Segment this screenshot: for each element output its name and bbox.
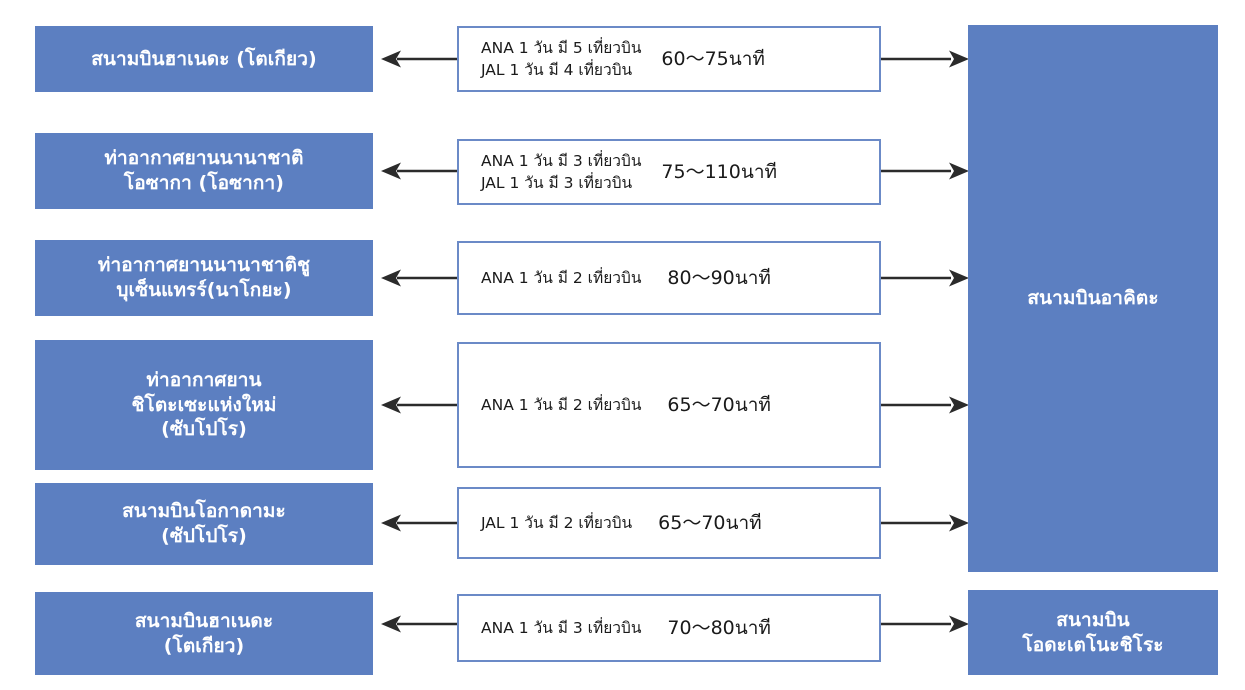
- arrow-right-5: [881, 514, 969, 532]
- flights-text-3: ANA 1 วัน มี 2 เที่ยวบิน: [481, 269, 642, 287]
- flights-text-5: JAL 1 วัน มี 2 เที่ยวบิน: [481, 514, 633, 532]
- detail-box-1[interactable]: ANA 1 วัน มี 5 เที่ยวบิน JAL 1 วัน มี 4 …: [457, 26, 881, 92]
- duration-text-1: 60〜75นาที: [661, 48, 765, 70]
- arrow-left-5: [381, 514, 459, 532]
- origin-label-6: สนามบินฮาเนดะ (โตเกียว): [134, 609, 274, 657]
- duration-text-5: 65〜70นาที: [658, 512, 762, 534]
- origin-box-4[interactable]: ท่าอากาศยาน ชิโตะเซะแห่งใหม่ (ซับโปโร): [35, 340, 373, 470]
- origin-label-1: สนามบินฮาเนดะ (โตเกียว): [91, 47, 317, 70]
- destination-box-odate-noshiro[interactable]: สนามบิน โอดะเตโนะชิโระ: [968, 590, 1218, 675]
- origin-label-2: ท่าอากาศยานนานาชาติ โอซากา (โอซากา): [104, 147, 304, 194]
- duration-text-4: 65〜70นาที: [667, 394, 771, 416]
- arrow-left-2: [381, 162, 459, 180]
- arrow-left-1: [381, 50, 459, 68]
- origin-label-5: สนามบินโอกาดามะ (ซัปโปโร): [122, 500, 286, 547]
- destination-label-odate-noshiro: สนามบิน โอดะเตโนะชิโระ: [1022, 608, 1164, 656]
- detail-box-3[interactable]: ANA 1 วัน มี 2 เที่ยวบิน 80〜90นาที: [457, 241, 881, 315]
- arrow-right-6: [881, 615, 969, 633]
- arrow-right-2: [881, 162, 969, 180]
- duration-text-3: 80〜90นาที: [667, 267, 771, 289]
- detail-box-4[interactable]: ANA 1 วัน มี 2 เที่ยวบิน 65〜70นาที: [457, 342, 881, 468]
- destination-box-akita[interactable]: สนามบินอาคิตะ: [968, 25, 1218, 572]
- flights-text-2: ANA 1 วัน มี 3 เที่ยวบิน JAL 1 วัน มี 3 …: [481, 152, 642, 192]
- arrow-left-3: [381, 269, 459, 287]
- flights-text-1: ANA 1 วัน มี 5 เที่ยวบิน JAL 1 วัน มี 4 …: [481, 39, 642, 79]
- detail-box-5[interactable]: JAL 1 วัน มี 2 เที่ยวบิน 65〜70นาที: [457, 487, 881, 559]
- duration-text-2: 75〜110นาที: [661, 161, 778, 183]
- origin-box-1[interactable]: สนามบินฮาเนดะ (โตเกียว): [35, 26, 373, 92]
- origin-label-4: ท่าอากาศยาน ชิโตะเซะแห่งใหม่ (ซับโปโร): [131, 368, 277, 441]
- arrow-right-4: [881, 396, 969, 414]
- arrow-left-4: [381, 396, 459, 414]
- origin-box-3[interactable]: ท่าอากาศยานนานาชาติชู บุเซ็นแทรร์(นาโกยะ…: [35, 240, 373, 316]
- detail-box-2[interactable]: ANA 1 วัน มี 3 เที่ยวบิน JAL 1 วัน มี 3 …: [457, 139, 881, 205]
- destination-label-akita: สนามบินอาคิตะ: [1027, 287, 1159, 310]
- origin-box-2[interactable]: ท่าอากาศยานนานาชาติ โอซากา (โอซากา): [35, 133, 373, 209]
- flights-text-6: ANA 1 วัน มี 3 เที่ยวบิน: [481, 619, 642, 637]
- origin-box-6[interactable]: สนามบินฮาเนดะ (โตเกียว): [35, 592, 373, 675]
- origin-label-3: ท่าอากาศยานนานาชาติชู บุเซ็นแทรร์(นาโกยะ…: [97, 254, 311, 301]
- duration-text-6: 70〜80นาที: [667, 617, 771, 639]
- arrow-right-1: [881, 50, 969, 68]
- detail-box-6[interactable]: ANA 1 วัน มี 3 เที่ยวบิน 70〜80นาที: [457, 594, 881, 662]
- arrow-left-6: [381, 615, 459, 633]
- arrow-right-3: [881, 269, 969, 287]
- origin-box-5[interactable]: สนามบินโอกาดามะ (ซัปโปโร): [35, 483, 373, 565]
- flights-text-4: ANA 1 วัน มี 2 เที่ยวบิน: [481, 396, 642, 414]
